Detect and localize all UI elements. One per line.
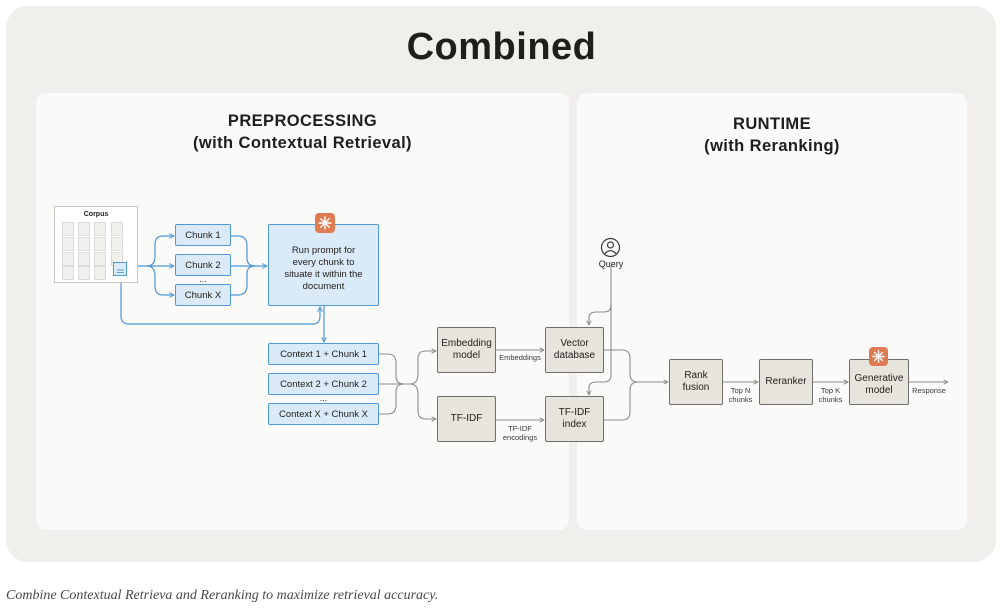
document-icon — [78, 222, 90, 236]
figure-caption: Combine Contextual Retrieva and Rerankin… — [6, 588, 439, 603]
edge-topn-line2: chunks — [728, 395, 753, 404]
document-icon — [111, 237, 123, 251]
generative-model-label: Generative model — [854, 373, 904, 396]
edge-embeddings-label: Embeddings — [499, 353, 541, 362]
reranker-box: Reranker — [759, 359, 813, 405]
runtime-title-line2: (with Reranking) — [704, 137, 840, 155]
document-icon — [111, 222, 123, 236]
edge-topk-line1: Top K — [820, 386, 841, 395]
embedding-model-box: Embedding model — [437, 327, 496, 373]
starburst-icon — [869, 347, 888, 366]
chunk-1-box: Chunk 1 — [175, 224, 231, 246]
document-icon — [62, 252, 74, 266]
tfidf-box: TF-IDF — [437, 396, 496, 442]
document-icon — [62, 222, 74, 236]
edge-tfidf-line2: encodings — [502, 433, 538, 442]
document-icon — [94, 222, 106, 236]
document-icon — [78, 266, 90, 280]
prompt-box: Run prompt for every chunk to situate it… — [268, 224, 379, 306]
chunk-2-box: Chunk 2 — [175, 254, 231, 276]
vector-database-label: Vector database — [553, 338, 596, 361]
document-icon — [78, 237, 90, 251]
document-icon — [62, 266, 74, 280]
query-label: Query — [598, 259, 624, 269]
tfidf-index-box: TF-IDF index — [545, 396, 604, 442]
edge-topk-line2: chunks — [818, 395, 843, 404]
diagram-title: Combined — [406, 26, 597, 68]
rank-fusion-label: Rank fusion — [682, 370, 710, 393]
vector-database-box: Vector database — [545, 327, 604, 373]
preprocessing-title-line2: (with Contextual Retrieval) — [193, 134, 412, 152]
tfidf-label: TF-IDF — [450, 413, 483, 424]
preprocessing-title-line1: PREPROCESSING — [227, 112, 378, 130]
context-ellipsis: ... — [319, 393, 328, 403]
tfidf-index-label: TF-IDF index — [558, 407, 591, 430]
rank-fusion-box: Rank fusion — [669, 359, 723, 405]
edge-topk-label: Top K chunks — [814, 386, 847, 404]
edge-response-label: Response — [912, 386, 946, 395]
context-x-box: Context X + Chunk X — [268, 403, 379, 425]
document-icon — [62, 237, 74, 251]
reranker-label: Reranker — [765, 376, 807, 387]
context-1-box: Context 1 + Chunk 1 — [268, 343, 379, 365]
corpus-label: Corpus — [83, 211, 109, 218]
embedding-model-label: Embedding model — [441, 338, 492, 361]
document-icon — [94, 266, 106, 280]
document-icon — [94, 252, 106, 266]
context-2-box: Context 2 + Chunk 2 — [268, 373, 379, 395]
chunk-ellipsis: ... — [199, 274, 207, 284]
document-icon — [78, 252, 90, 266]
edge-topn-label: Top N chunks — [724, 386, 757, 404]
selected-document-icon — [113, 262, 127, 276]
preprocessing-title: PREPROCESSING (with Contextual Retrieval… — [36, 110, 569, 154]
preprocessing-panel — [36, 93, 569, 530]
chunk-x-box: Chunk X — [175, 284, 231, 306]
document-icon — [94, 237, 106, 251]
generative-model-box: Generative model — [849, 359, 909, 405]
starburst-icon — [315, 213, 335, 233]
prompt-box-text: Run prompt for every chunk to situate it… — [284, 245, 363, 292]
edge-topn-line1: Top N — [730, 386, 751, 395]
runtime-title: RUNTIME (with Reranking) — [577, 113, 967, 157]
edge-tfidf-line1: TF-IDF — [508, 424, 532, 433]
user-icon — [600, 237, 621, 258]
runtime-title-line1: RUNTIME — [733, 115, 811, 133]
runtime-panel — [577, 93, 967, 530]
edge-tfidf-label: TF-IDF encodings — [496, 424, 544, 442]
